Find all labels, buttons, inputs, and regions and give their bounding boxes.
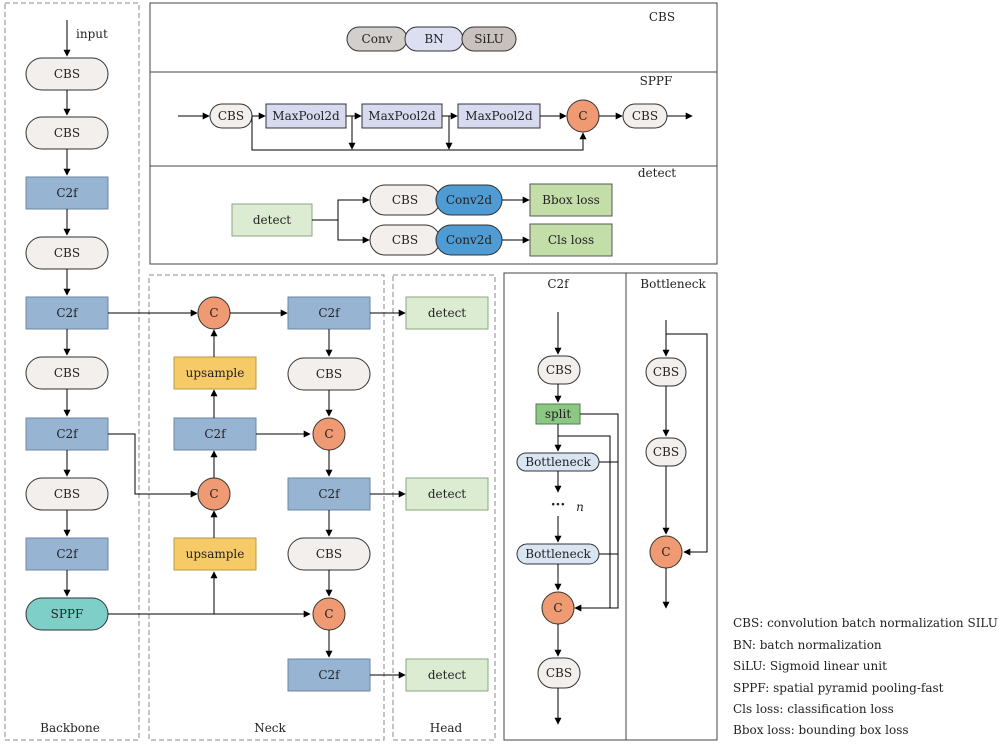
neck-c2f-r3-label: C2f bbox=[318, 668, 341, 682]
sppf-cbs-out-label: CBS bbox=[632, 109, 658, 123]
silu-block bbox=[461, 26, 517, 52]
sppf-cbs-in-label: CBS bbox=[218, 109, 244, 123]
head-detect-3-label: detect bbox=[428, 668, 466, 682]
conv2d-top-label: Conv2d bbox=[446, 193, 493, 207]
c2f-detail-cbs-out bbox=[537, 657, 581, 689]
neck-frame bbox=[148, 274, 385, 741]
backbone-frame bbox=[4, 2, 140, 741]
c2f-detail-concat-label: C bbox=[553, 601, 562, 615]
maxpool-3 bbox=[457, 103, 541, 129]
neck-cbs-2-label: CBS bbox=[316, 547, 342, 561]
sppf-concat-label: C bbox=[578, 109, 587, 123]
neck-c2f-r3 bbox=[287, 658, 371, 692]
cls-loss bbox=[529, 223, 613, 257]
detect-panel-title: detect bbox=[638, 166, 676, 180]
neck-c2f-r1 bbox=[287, 296, 371, 330]
neck-upsample-2-label: upsample bbox=[186, 547, 245, 561]
legend-item: SPPF: spatial pyramid pooling-fast bbox=[733, 681, 944, 695]
backbone-c2f-4-label: C2f bbox=[56, 547, 79, 561]
conv-label: Conv bbox=[362, 32, 393, 46]
legend-item: Bbox loss: bounding box loss bbox=[733, 723, 909, 737]
neck-upsample-1-label: upsample bbox=[186, 366, 245, 380]
detect-panel-input bbox=[231, 203, 313, 237]
cbs-panel-title: CBS bbox=[649, 10, 675, 24]
c2f-detail-cbs-in-label: CBS bbox=[546, 363, 572, 377]
legend-item: Cls loss: classification loss bbox=[733, 702, 894, 716]
bbox-loss-label: Bbox loss bbox=[542, 193, 600, 207]
neck-label: Neck bbox=[254, 721, 286, 735]
neck-concat-3-label: C bbox=[324, 427, 333, 441]
backbone-cbs-4-label: CBS bbox=[54, 366, 80, 380]
detect-cbs-bottom-label: CBS bbox=[392, 233, 418, 247]
head-detect-1 bbox=[405, 296, 489, 330]
maxpool-2-label: MaxPool2d bbox=[368, 109, 436, 123]
backbone-c2f-3-label: C2f bbox=[56, 427, 79, 441]
head-frame bbox=[392, 274, 496, 741]
backbone-cbs-3-label: CBS bbox=[54, 246, 80, 260]
backbone-c2f-2 bbox=[25, 296, 109, 330]
sppf-panel-title: SPPF bbox=[640, 74, 673, 88]
neck-c2f-left-label: C2f bbox=[204, 427, 227, 441]
head-detect-1-label: detect bbox=[428, 306, 466, 320]
neck-upsample-2 bbox=[173, 537, 257, 571]
bottleneck-detail-cbs-1-label: CBS bbox=[653, 365, 679, 379]
head-label: Head bbox=[430, 721, 463, 735]
detect-cbs-top-label: CBS bbox=[392, 193, 418, 207]
c2f-detail-cbs-out-label: CBS bbox=[546, 666, 572, 680]
backbone-cbs-1-label: CBS bbox=[54, 67, 80, 81]
silu-label: SiLU bbox=[474, 32, 503, 46]
neck-upsample-1 bbox=[173, 356, 257, 390]
backbone-c2f-3 bbox=[25, 417, 109, 451]
head-detect-2-label: detect bbox=[428, 487, 466, 501]
c2f-detail-n: n bbox=[576, 500, 584, 514]
maxpool-3-label: MaxPool2d bbox=[465, 109, 533, 123]
bottleneck-panel-title: Bottleneck bbox=[640, 277, 706, 291]
backbone-c2f-1-label: C2f bbox=[56, 186, 79, 200]
c2f-detail-bottleneck-2-label: Bottleneck bbox=[525, 547, 591, 561]
c2f-panel-title: C2f bbox=[547, 277, 570, 291]
cls-loss-label: Cls loss bbox=[548, 233, 594, 247]
neck-concat-2-label: C bbox=[209, 487, 218, 501]
neck-concat-4-label: C bbox=[324, 607, 333, 621]
conv2d-bottom-label: Conv2d bbox=[446, 233, 493, 247]
bbox-loss bbox=[529, 183, 613, 217]
detect-panel-input-label: detect bbox=[253, 213, 291, 227]
backbone-c2f-4 bbox=[25, 537, 109, 571]
head-detect-3 bbox=[405, 658, 489, 692]
bottleneck-detail-cbs-2-label: CBS bbox=[653, 445, 679, 459]
maxpool-1-label: MaxPool2d bbox=[272, 109, 340, 123]
backbone-label: Backbone bbox=[40, 721, 100, 735]
bottleneck-detail-concat-label: C bbox=[661, 545, 670, 559]
c2f-detail-bottleneck-1-label: Bottleneck bbox=[525, 455, 591, 469]
neck-c2f-r2 bbox=[287, 477, 371, 511]
neck-c2f-r1-label: C2f bbox=[318, 306, 341, 320]
input-label: input bbox=[76, 27, 108, 41]
bottleneck-panel bbox=[625, 272, 718, 741]
neck-concat-1-label: C bbox=[209, 306, 218, 320]
c2f-detail-split-label: split bbox=[545, 407, 572, 421]
bn-label: BN bbox=[424, 32, 443, 46]
neck-cbs-1-label: CBS bbox=[316, 367, 342, 381]
neck-c2f-left bbox=[173, 417, 257, 451]
legend-item: SiLU: Sigmoid linear unit bbox=[733, 659, 887, 673]
legend-item: BN: batch normalization bbox=[733, 638, 882, 652]
backbone-sppf-label: SPPF bbox=[51, 607, 84, 621]
head-detect-2 bbox=[405, 477, 489, 511]
neck-c2f-r2-label: C2f bbox=[318, 487, 341, 501]
c2f-detail-cbs-in bbox=[537, 355, 581, 385]
backbone-cbs-5-label: CBS bbox=[54, 487, 80, 501]
c2f-detail-dots: ··· bbox=[551, 497, 566, 513]
backbone-c2f-2-label: C2f bbox=[56, 306, 79, 320]
legend-item: CBS: convolution batch normalization SIL… bbox=[733, 616, 998, 630]
backbone-cbs-2-label: CBS bbox=[54, 126, 80, 140]
detect-panel bbox=[149, 165, 718, 265]
